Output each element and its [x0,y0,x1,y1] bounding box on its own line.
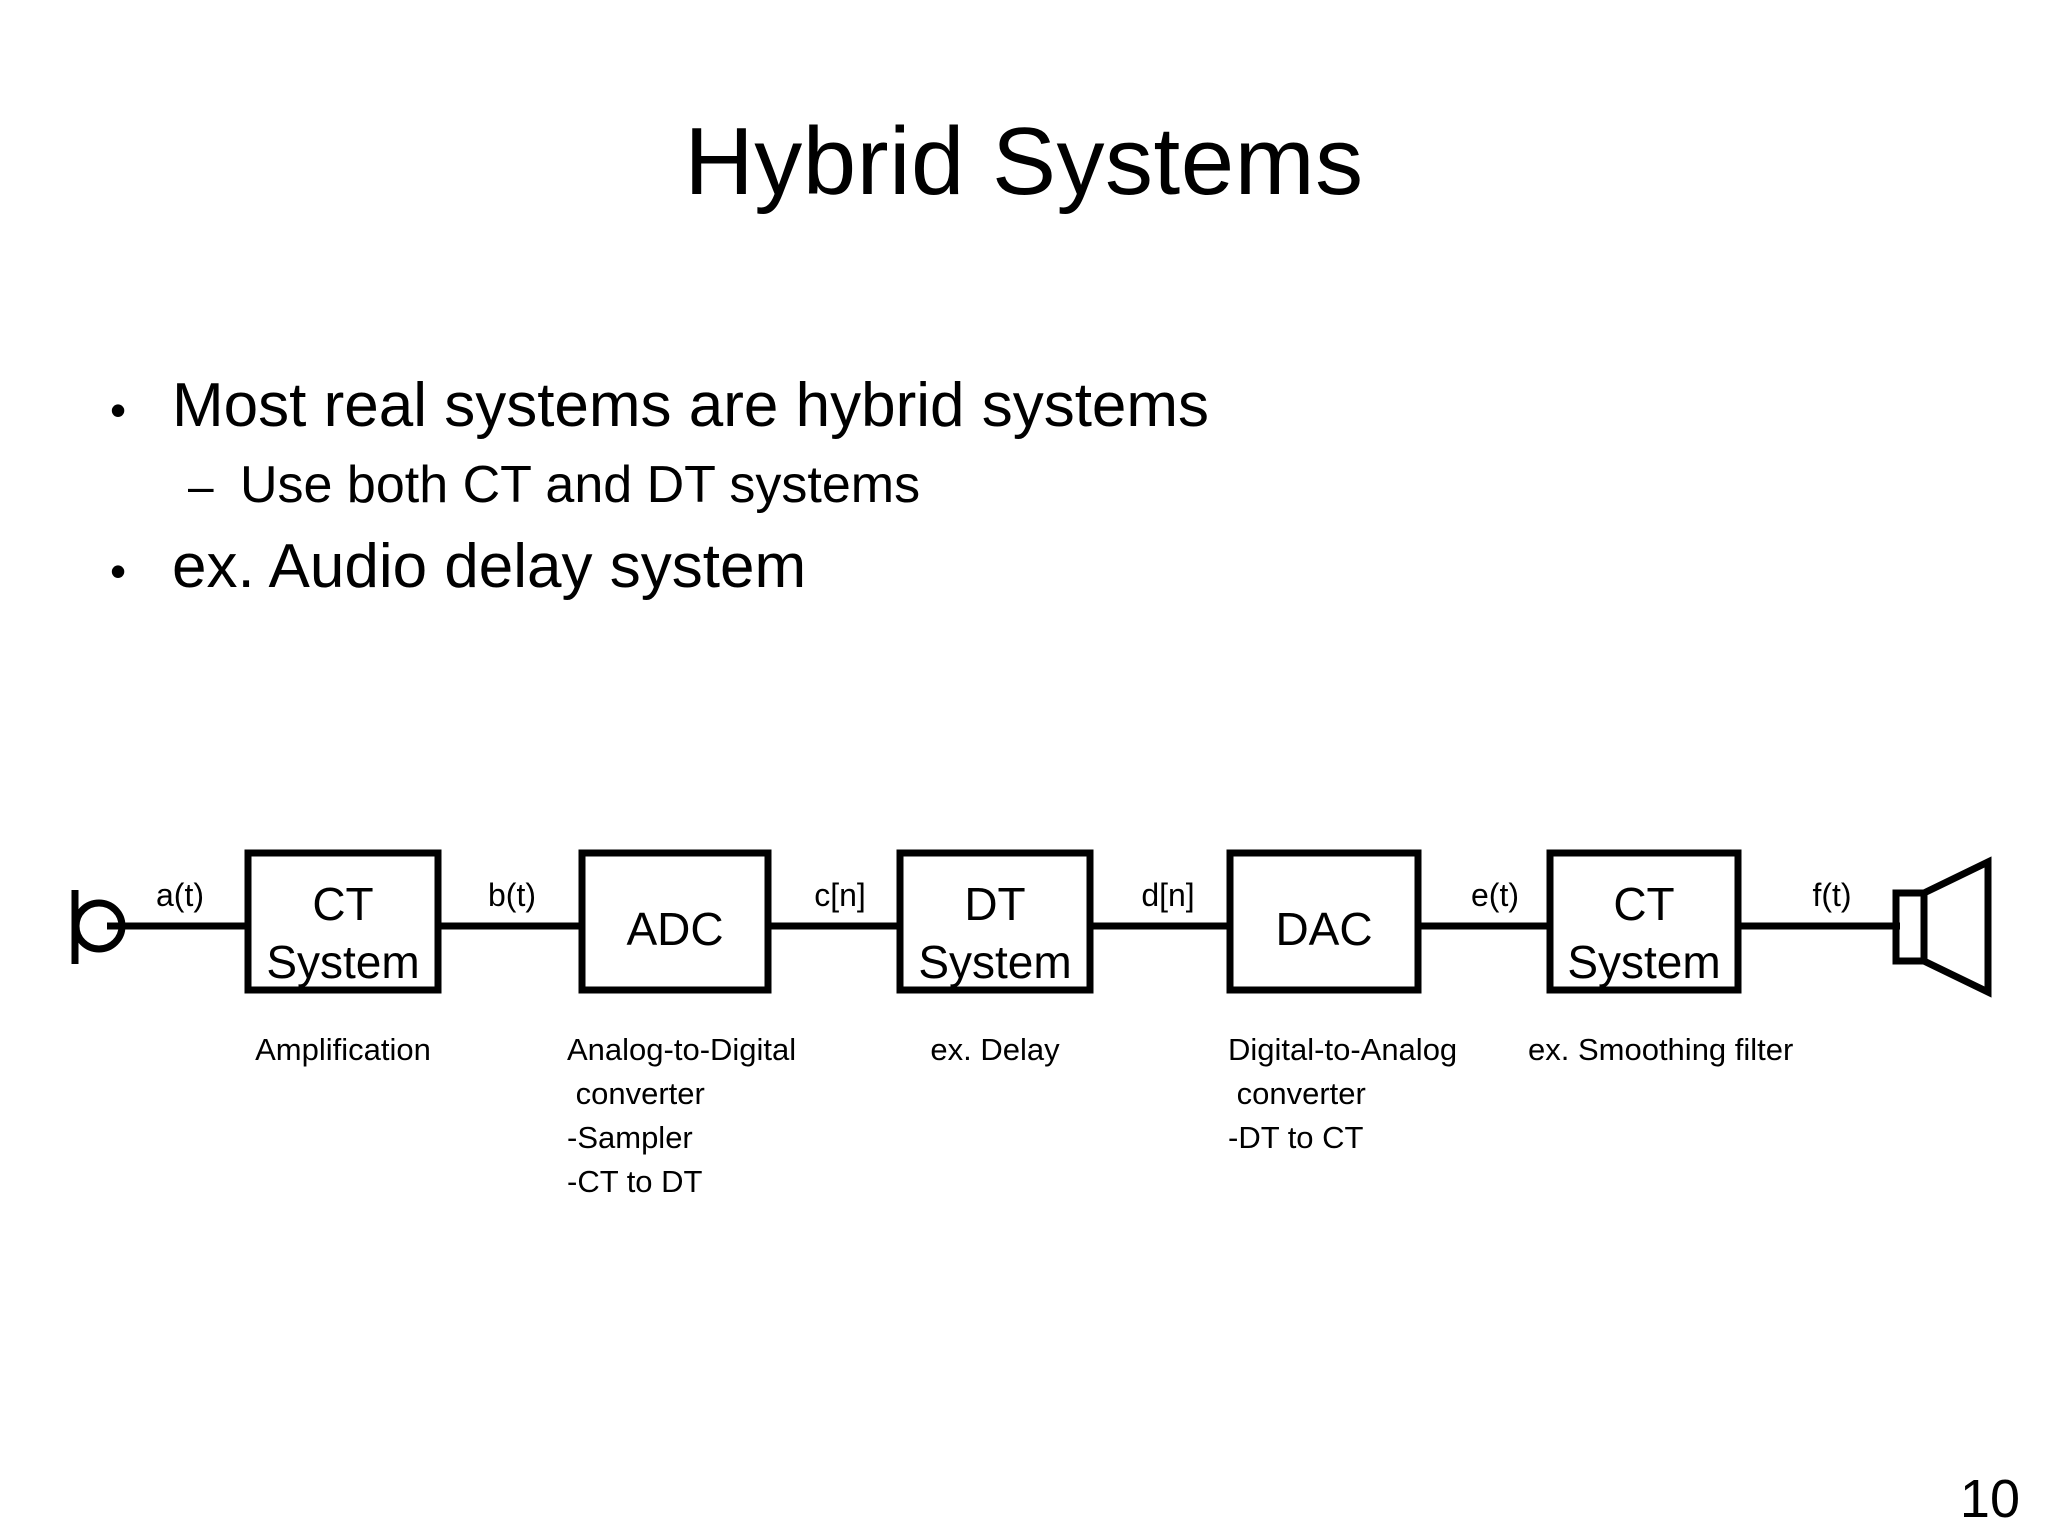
caption-dt-system-line-0: ex. Delay [930,1032,1060,1067]
signal-label-e: e(t) [1471,877,1519,913]
bullet-text: Use both CT and DT systems [240,456,921,514]
signal-label-b: b(t) [488,877,536,913]
page-number: 10 [1959,1469,2020,1529]
block-dac-line1: DAC [1275,903,1372,955]
block-adc-line1: ADC [626,903,723,955]
caption-dac-line-0: Digital-to-Analog [1228,1032,1457,1067]
caption-adc-line-0: Analog-to-Digital [567,1032,796,1067]
caption-dac-line-2: -DT to CT [1228,1120,1364,1155]
block-ct-system-2-line1: CT [1613,878,1674,930]
signal-label-d: d[n] [1141,877,1194,913]
bullet-list: • Most real systems are hybrid systems –… [110,370,1910,616]
block-adc [578,849,772,994]
caption-adc-line-1: converter [567,1076,705,1111]
block-ct-system-1 [244,849,442,994]
list-item: – Use both CT and DT systems [188,455,1910,515]
bullet-marker-icon: • [110,545,127,597]
block-ct-system-2 [1546,849,1742,994]
bullet-marker-icon: • [110,384,127,436]
microphone-icon [71,890,126,964]
block-dt-system [896,849,1094,994]
block-ct-system-1-line2: System [266,936,419,988]
bullet-text: ex. Audio delay system [172,532,807,601]
caption-ct-system-2-line-0: ex. Smoothing filter [1528,1032,1793,1067]
caption-dac-line-1: converter [1228,1076,1366,1111]
block-ct-system-1-line1: CT [312,878,373,930]
caption-adc-line-2: -Sampler [567,1120,693,1155]
signal-label-f: f(t) [1812,877,1851,913]
bullet-text: Most real systems are hybrid systems [172,371,1210,440]
list-item: • ex. Audio delay system [110,531,1910,602]
signal-label-a: a(t) [156,877,204,913]
block-dt-system-line2: System [918,936,1071,988]
speaker-icon [1892,856,1992,998]
block-ct-system-2-line2: System [1567,936,1720,988]
block-dac [1226,849,1422,994]
page-title: Hybrid Systems [684,108,1364,215]
list-item: • Most real systems are hybrid systems [110,370,1910,441]
signal-label-c: c[n] [814,877,866,913]
caption-adc-line-3: -CT to DT [567,1164,703,1199]
caption-ct-system-1-line-0: Amplification [255,1032,431,1067]
dash-marker-icon: – [188,460,214,512]
block-dt-system-line1: DT [964,878,1025,930]
